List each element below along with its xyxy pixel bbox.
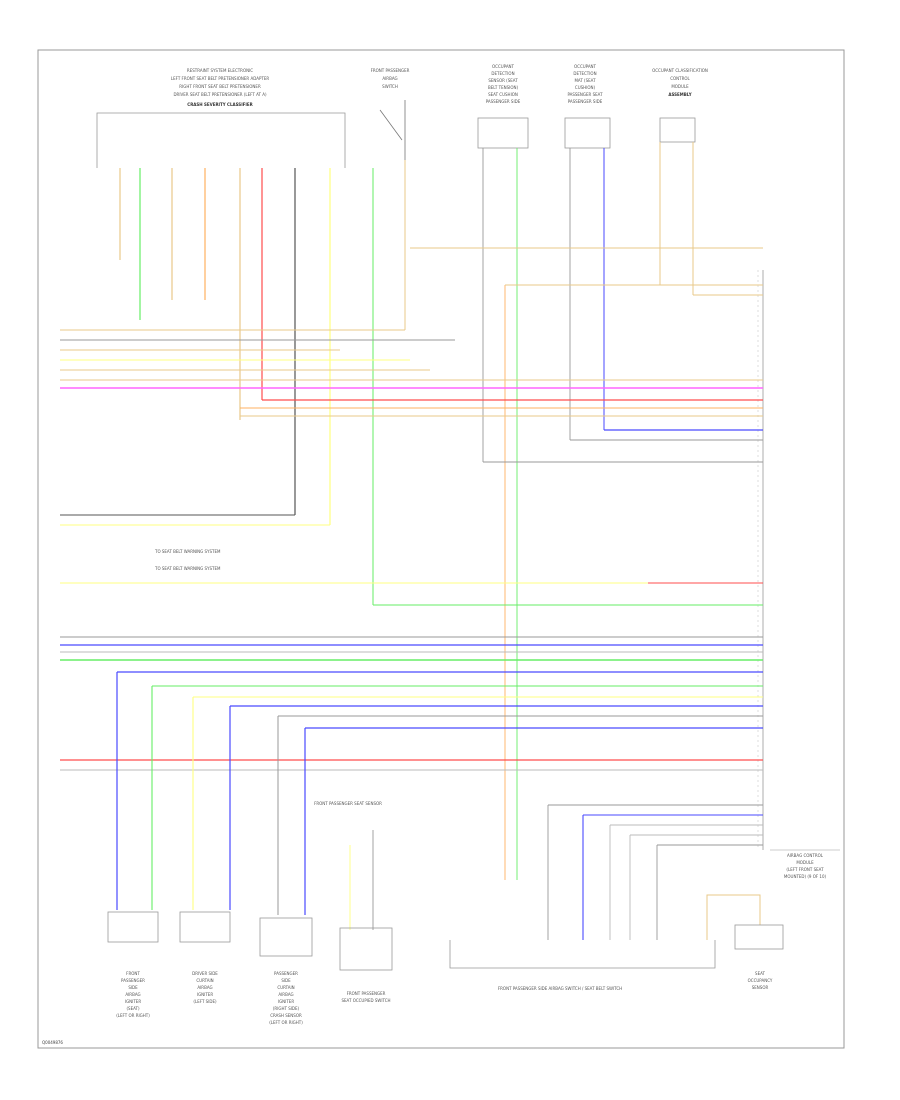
module-top-right1-group: OCCUPANT DETECTION MAT (SEAT CUSHION) PA… [564, 64, 611, 149]
c3-l4: IGNITER [278, 999, 294, 1004]
note-1: TO SEAT BELT WARNING SYSTEM [154, 549, 221, 554]
figure-id-code: Q0049876 [42, 1040, 63, 1045]
c1-l4: IGNITER [125, 999, 141, 1004]
bottom-components [107, 911, 784, 971]
right-connector-bus: AIRBAG CONTROL MODULE (LEFT FRONT SEAT M… [757, 270, 840, 879]
module-top-mid-line4: BELT TENSION) [488, 85, 518, 90]
pax-top-label: FRONT PASSENGER SEAT SENSOR [314, 801, 382, 806]
c6-l1: OCCUPANCY [748, 978, 773, 983]
module-top-mid-line2: DETECTION [491, 71, 514, 76]
module-top-right2-group: OCCUPANT CLASSIFICATION CONTROL MODULE A… [652, 68, 708, 143]
c3-l3: AIRBAG [278, 992, 293, 997]
module-top-mid-group: OCCUPANT DETECTION SENSOR (SEAT BELT TEN… [477, 64, 529, 149]
c3-l0: PASSENGER [274, 971, 298, 976]
c2-l0: DRIVER SIDE [192, 971, 218, 976]
c1-l3: AIRBAG [125, 992, 140, 997]
module-left-line4: DRIVER SEAT BELT PRETENSIONER (LEFT AT A… [173, 92, 266, 97]
module-top-mid-line6: PASSENGER SIDE [486, 99, 521, 104]
c1-l6: (LEFT OR RIGHT) [116, 1013, 150, 1018]
middle-horizontal-wires [60, 582, 763, 771]
module-top-right1-line5: PASSENGER SEAT [567, 92, 603, 97]
c3-l5: (RIGHT SIDE) [273, 1006, 300, 1011]
module-top-mid-line3: SENSOR (SEAT [488, 78, 518, 83]
c2-l1: CURTAIN [196, 978, 213, 983]
c3-l7: (LEFT OR RIGHT) [269, 1020, 303, 1025]
module-left-box: RESTRAINT SYSTEM ELECTRONIC LEFT FRONT S… [96, 68, 346, 168]
c1-l2: SIDE [128, 985, 138, 990]
bottom-verticals [116, 672, 763, 940]
module-top-mid-line5: SEAT CUSHION [488, 92, 518, 97]
c1-l1: PASSENGER [121, 978, 145, 983]
c3-l1: SIDE [281, 978, 291, 983]
bottom-labels: FRONT PASSENGER SIDE AIRBAG IGNITER (SEA… [116, 801, 773, 1025]
c6-l2: SENSOR [752, 985, 769, 990]
module-top-right1-line4: CUSHION) [575, 85, 596, 90]
c1-l5: (SEAT) [126, 1006, 139, 1011]
right-block-line2: MODULE [796, 860, 814, 865]
c2-l4: (LEFT SIDE) [193, 999, 217, 1004]
module-top-mid-line1: OCCUPANT [492, 64, 515, 69]
diagram-frame [37, 49, 845, 1049]
switch-arm [379, 109, 403, 141]
module-top-right1-line1: OCCUPANT [574, 64, 597, 69]
c2-l2: AIRBAG [197, 985, 212, 990]
module-left-line1: RESTRAINT SYSTEM ELECTRONIC [187, 68, 253, 73]
switch-top-line2: AIRBAG [382, 76, 397, 81]
switch-top-line1: FRONT PASSENGER [371, 68, 410, 73]
module-top-right1-line2: DETECTION [573, 71, 596, 76]
top-left-verticals [119, 142, 694, 880]
switch-top-line3: SWITCH [382, 84, 398, 89]
right-block-line3: (LEFT FRONT SEAT [786, 867, 824, 872]
module-top-right1-line6: PASSENGER SIDE [568, 99, 603, 104]
module-top-right2-line2: CONTROL [670, 76, 690, 81]
c3-l6: CRASH SENSOR [270, 1013, 302, 1018]
c1-l0: FRONT [126, 971, 140, 976]
module-top-right2-line4: ASSEMBLY [668, 92, 691, 97]
upper-horizontal-wires [60, 247, 763, 526]
module-top-right2-line1: OCCUPANT CLASSIFICATION [652, 68, 708, 73]
module-top-right2-line3: MODULE [671, 84, 689, 89]
c6-l0: SEAT [755, 971, 765, 976]
module-left-line5: CRASH SEVERITY CLASSIFIER [187, 102, 252, 107]
right-block-line4: MOUNTED) (9 OF 10) [784, 874, 827, 879]
note-2: TO SEAT BELT WARNING SYSTEM [154, 566, 221, 571]
switch-top-group: FRONT PASSENGER AIRBAG SWITCH [371, 68, 410, 160]
module-left-line2: LEFT FRONT SEAT BELT PRETENSIONER ADAPTE… [171, 76, 269, 81]
right-block-line1: AIRBAG CONTROL [787, 853, 824, 858]
module-left-line3: RIGHT FRONT SEAT BELT PRETENSIONER [179, 84, 261, 89]
module-top-right1-line3: MAT (SEAT [574, 78, 596, 83]
mid-notes: TO SEAT BELT WARNING SYSTEM TO SEAT BELT… [154, 549, 221, 571]
c4-l0: FRONT PASSENGER [347, 991, 386, 996]
c3-l2: CURTAIN [277, 985, 294, 990]
c5-l0: FRONT PASSENGER SIDE AIRBAG SWITCH / SEA… [498, 986, 622, 991]
c4-l1: SEAT OCCUPIED SWITCH [341, 998, 390, 1003]
c2-l3: IGNITER [197, 992, 213, 997]
